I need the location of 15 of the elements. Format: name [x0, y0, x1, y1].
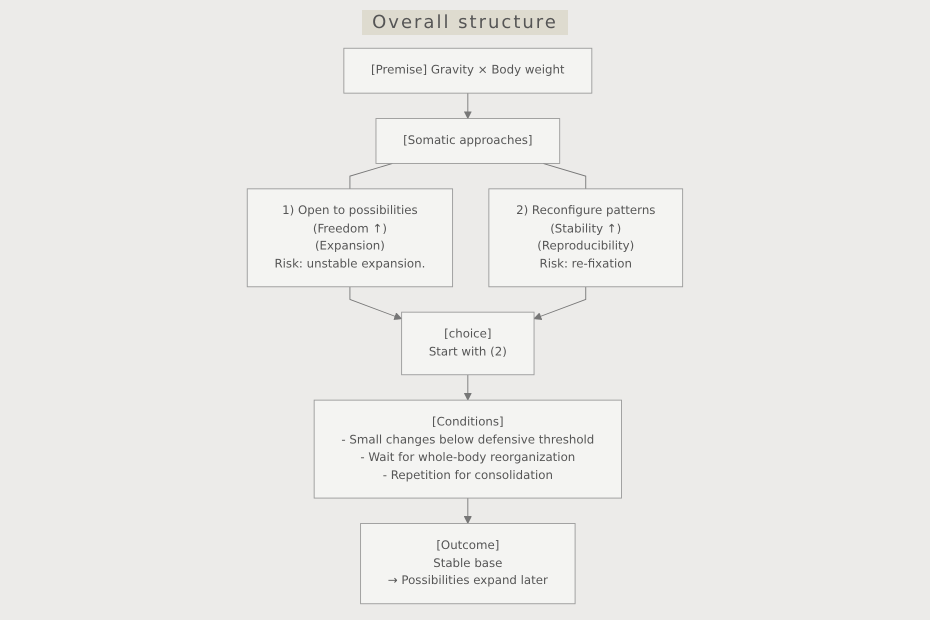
- arrow: [464, 374, 472, 400]
- arrow: [534, 286, 586, 320]
- node-box: [Outcome] Stable base → Possibilities expand later: [360, 523, 576, 604]
- arrow: [350, 286, 402, 320]
- title: Overall structure: [362, 10, 568, 35]
- node-box: 1) Open to possibilities (Freedom ↑) (Expansion) Risk: unstable expansion.: [246, 188, 454, 288]
- node-box: [Premise] Gravity × Body weight: [343, 48, 592, 94]
- connector: [350, 162, 394, 190]
- arrow: [464, 92, 472, 119]
- arrow: [464, 498, 472, 524]
- node-box: [Somatic approaches]: [376, 118, 560, 164]
- node-box: [Conditions] - Small changes below defensive threshold - Wait for whole-body reorganization - Repetition for consolidation: [314, 400, 622, 499]
- connector: [542, 162, 586, 190]
- node-box: [choice] Start with (2): [401, 312, 535, 376]
- node-box: 2) Reconfigure patterns (Stability ↑) (Reproducibility) Risk: re-fixation: [488, 188, 684, 288]
